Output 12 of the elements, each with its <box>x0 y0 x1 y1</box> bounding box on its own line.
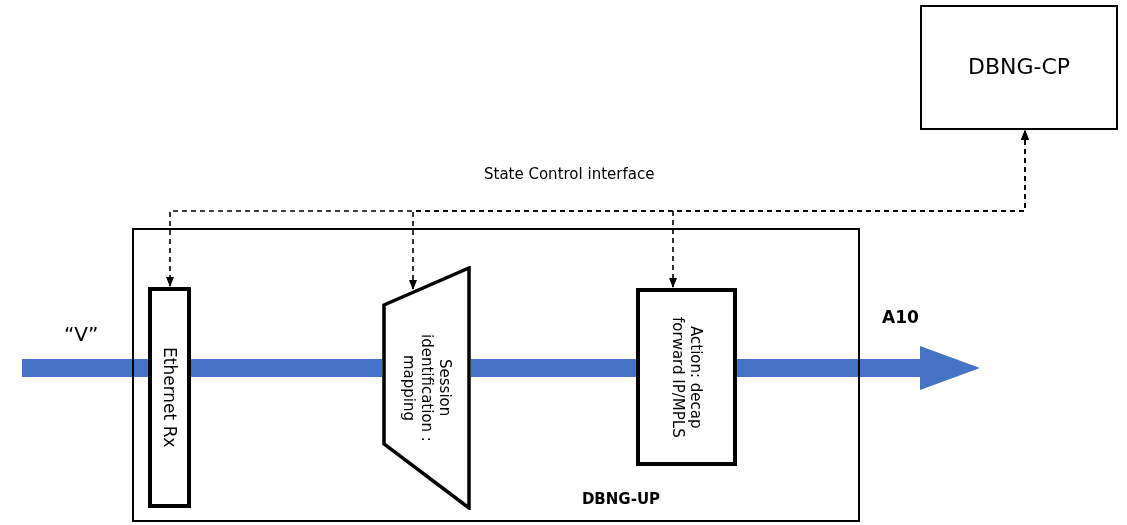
process-box <box>636 288 737 466</box>
node-label: DBNG-CP <box>967 54 1071 81</box>
container-box <box>132 228 860 522</box>
node-label: DBNG-UP <box>581 490 661 508</box>
control-arrow <box>737 346 980 390</box>
node-label: Ethernet Rx <box>159 347 180 448</box>
control-arrow <box>669 130 1029 288</box>
process-box <box>920 5 1118 130</box>
trapezoid-block <box>382 266 471 510</box>
process-box <box>148 287 191 508</box>
node-label: Session identification : mapping <box>399 333 454 444</box>
node-label: Action: decap forward IP/MPLS <box>668 315 705 440</box>
